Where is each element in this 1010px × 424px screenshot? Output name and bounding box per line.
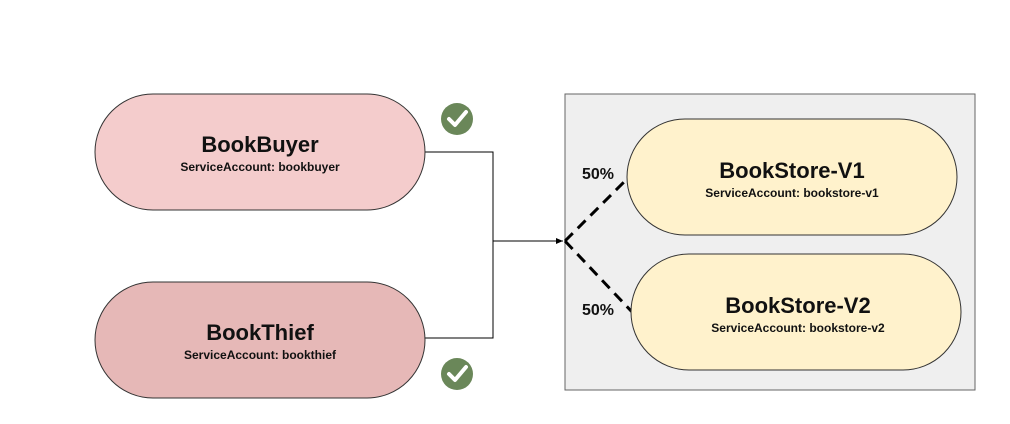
- bookstore-v1-pill: [626, 118, 958, 236]
- bookthief-pill: [94, 281, 426, 399]
- buyer-connector-line: [425, 151, 494, 241]
- bookthief-account: ServiceAccount: bookthief: [184, 348, 337, 362]
- bookstore-v2-node[interactable]: BookStore-V2 ServiceAccount: bookstore-v…: [630, 253, 962, 371]
- bookthief-title: BookThief: [206, 320, 314, 345]
- bookstore-v2-pill: [630, 253, 962, 371]
- bookbuyer-pill: [94, 93, 426, 211]
- check-circle-icon: [441, 103, 473, 135]
- weight-label-v1: 50%: [582, 166, 614, 183]
- thief-connector-line: [425, 241, 494, 339]
- weight-label-v2: 50%: [582, 302, 614, 319]
- bookbuyer-node[interactable]: BookBuyer ServiceAccount: bookbuyer: [94, 93, 426, 211]
- bookstore-v1-account: ServiceAccount: bookstore-v1: [705, 186, 879, 200]
- split-lines: [563, 174, 635, 315]
- bookstore-v2-account: ServiceAccount: bookstore-v2: [711, 321, 885, 335]
- split-line-v2: [563, 239, 635, 315]
- bookstore-v1-title: BookStore-V1: [719, 158, 864, 183]
- bookstore-v2-title: BookStore-V2: [725, 293, 870, 318]
- bookbuyer-title: BookBuyer: [201, 132, 319, 157]
- bookthief-node[interactable]: BookThief ServiceAccount: bookthief: [94, 281, 426, 399]
- client-connector-lines: [425, 151, 563, 339]
- bookbuyer-account: ServiceAccount: bookbuyer: [180, 160, 340, 174]
- check-circle-icon: [441, 358, 473, 390]
- split-line-v1: [563, 174, 632, 243]
- bookstore-v1-node[interactable]: BookStore-V1 ServiceAccount: bookstore-v…: [626, 118, 958, 236]
